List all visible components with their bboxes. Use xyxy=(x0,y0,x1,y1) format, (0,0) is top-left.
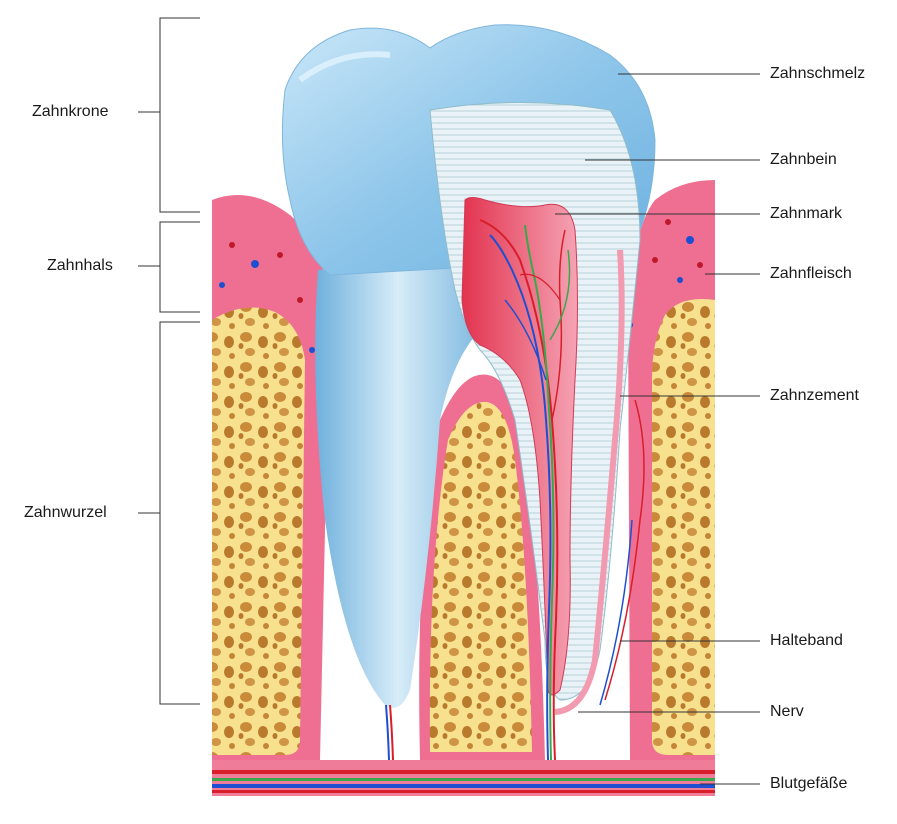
label-blutgefaesse: Blutgefäße xyxy=(770,775,847,793)
label-zahnschmelz: Zahnschmelz xyxy=(770,65,865,83)
label-halteband: Halteband xyxy=(770,632,843,650)
bottom-vessel-band xyxy=(212,760,715,796)
label-zahnmark: Zahnmark xyxy=(770,205,842,223)
label-zahnfleisch: Zahnfleisch xyxy=(770,265,852,283)
label-zahnzement: Zahnzement xyxy=(770,387,859,405)
label-nerv: Nerv xyxy=(770,703,804,721)
right-gum-bone xyxy=(627,180,715,760)
label-zahnkrone: Zahnkrone xyxy=(32,103,109,121)
label-zahnbein: Zahnbein xyxy=(770,151,837,169)
left-brackets xyxy=(138,18,200,704)
label-zahnwurzel: Zahnwurzel xyxy=(24,504,107,522)
label-zahnhals: Zahnhals xyxy=(47,257,113,275)
left-gum-bone xyxy=(212,195,330,760)
